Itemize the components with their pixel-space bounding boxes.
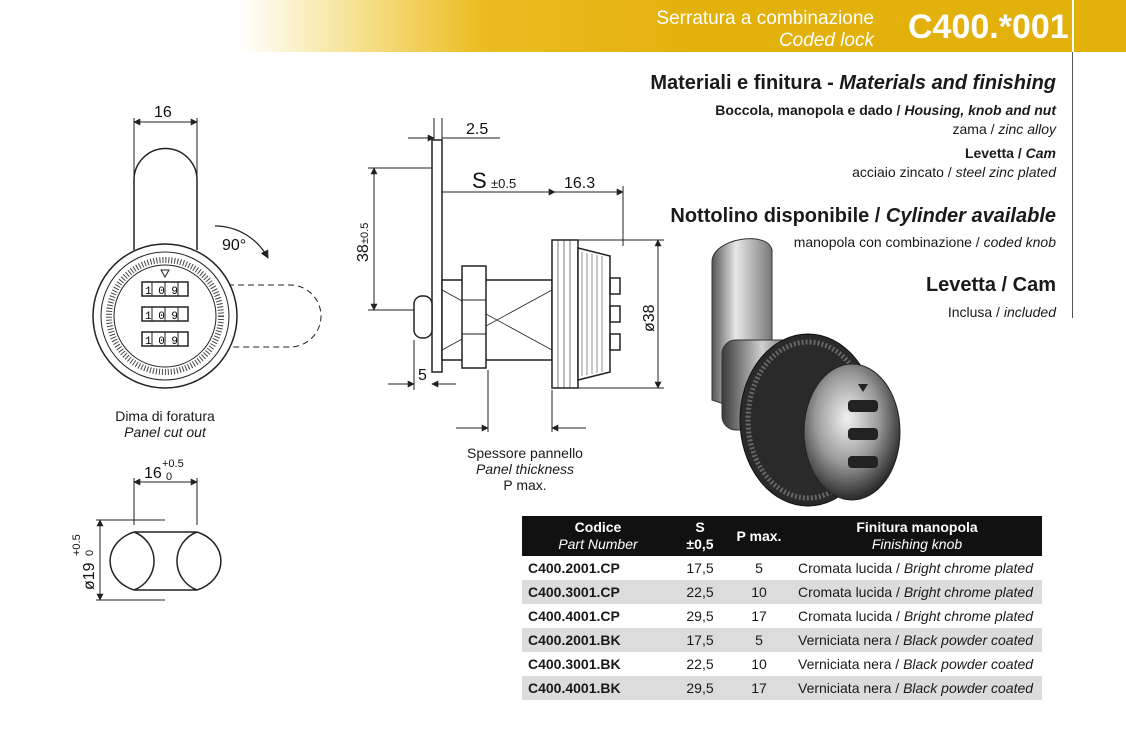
dim-16: 16	[154, 104, 172, 121]
product-photo	[711, 238, 901, 507]
dim-38: 38	[355, 244, 372, 262]
cam-value: acciaio zincato / steel zinc plated	[852, 164, 1056, 180]
cutout-diameter-tol-zero: 0	[84, 550, 96, 556]
dim-16-3: 16.3	[564, 175, 595, 192]
cutout-diameter-tol-plus: +0.5	[71, 534, 83, 556]
dial-row-1: 1 0 9	[145, 286, 178, 298]
cutout-diameter: ø19	[81, 562, 98, 590]
dial-row-2: 1 0 9	[145, 311, 178, 323]
materials-heading: Materiali e finitura - Materials and fin…	[650, 72, 1056, 94]
header-title-en: Coded lock	[778, 30, 874, 51]
th-p: P max.	[726, 516, 792, 556]
cutout-view	[96, 478, 222, 601]
cylinder-heading: Nottolino disponibile / Cylinder availab…	[670, 205, 1056, 227]
rotation-label: 90°	[222, 237, 246, 254]
header-band	[0, 0, 1126, 52]
side-view	[368, 118, 664, 432]
dim-38-tol: ±0.5	[359, 223, 371, 244]
product-code: C400.*001	[908, 8, 1069, 46]
housing-label: Boccola, manopola e dado / Housing, knob…	[715, 102, 1056, 118]
housing-value: zama / zinc alloy	[952, 121, 1057, 137]
cutout-width-tol-plus: +0.5	[162, 458, 184, 470]
dim-5: 5	[418, 367, 427, 384]
cylinder-value: manopola con combinazione / coded knob	[793, 234, 1056, 250]
dim-2-5: 2.5	[466, 121, 488, 138]
front-view	[92, 118, 322, 389]
dim-diameter-38: ø38	[641, 304, 658, 332]
cutout-width: 16	[144, 465, 162, 482]
dim-S-tol: ±0.5	[491, 176, 516, 191]
dim-S: S	[472, 168, 487, 193]
cam-included: Inclusa / included	[947, 304, 1056, 320]
panel-thickness-caption: Spessore pannello Panel thickness P max.	[467, 445, 583, 493]
cutout-caption: Dima di foratura Panel cut out	[115, 408, 215, 440]
cam-heading: Levetta / Cam	[925, 274, 1056, 296]
dial-row-3: 1 0 9	[145, 336, 178, 348]
th-s: S±0,5	[674, 516, 726, 556]
spec-divider	[1072, 52, 1073, 318]
cam-label: Levetta / Cam	[964, 145, 1056, 161]
header-title-it: Serratura a combinazione	[656, 8, 874, 29]
header-divider	[1072, 0, 1074, 52]
cutout-width-tol-zero: 0	[166, 471, 172, 483]
